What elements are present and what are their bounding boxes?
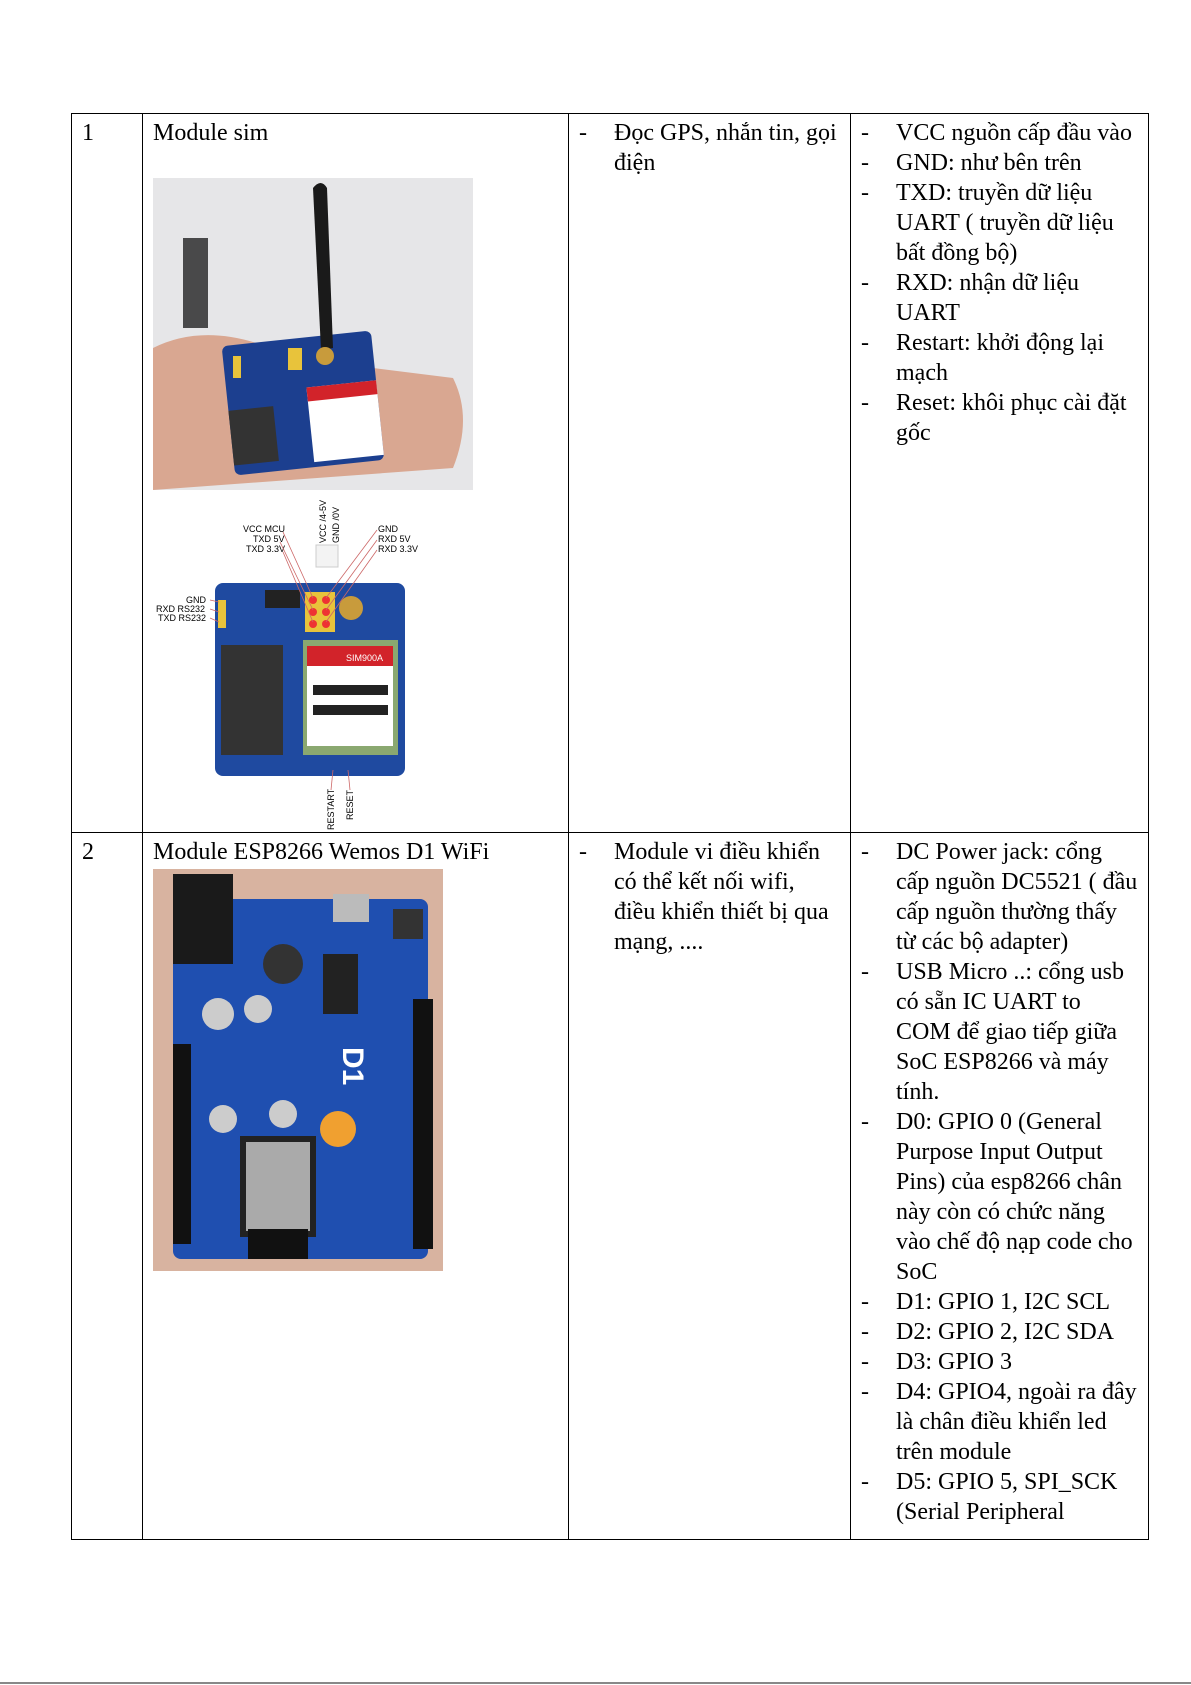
pin-item: GND: như bên trên [861,148,1138,178]
pin-item: Restart: khởi động lại mạch [861,328,1138,388]
pins-cell: VCC nguồn cấp đầu vào GND: như bên trên … [850,113,1149,833]
pin-item: Reset: khôi phục cài đặt gốc [861,388,1138,448]
table-row: 1 Module sim SIM [71,113,1149,833]
module-name: Module ESP8266 Wemos D1 WiFi [153,839,490,865]
function-cell: Đọc GPS, nhắn tin, gọi điện [568,113,851,833]
module-cell: Module sim SIM900A [142,113,569,833]
chip-label: SIM900A [346,653,383,663]
sim-module-photo [153,178,473,490]
label-txd33: TXD 3.3V [246,544,285,554]
row-index: 2 [71,832,143,1540]
row-index: 1 [71,113,143,833]
module-table: 1 Module sim SIM [71,113,1149,1540]
label-reset: RESET [345,789,355,820]
pin-item: USB Micro ..: cổng usb có sẵn IC UART to… [861,957,1138,1107]
pin-item: D2: GPIO 2, I2C SDA [861,1317,1138,1347]
pin-item: D3: GPIO 3 [861,1347,1138,1377]
label-txd-rs232: TXD RS232 [158,613,206,623]
pin-item: DC Power jack: cổng cấp nguồn DC5521 ( đ… [861,837,1138,957]
sim-module-pinout-diagram: SIM900A VCC /4-5V GND /0V VCC MCU TXD 5V… [156,500,418,830]
pins-cell: DC Power jack: cổng cấp nguồn DC5521 ( đ… [850,832,1149,1540]
function-item: Module vi điều khiển có thể kết nối wifi… [579,837,840,957]
board-label: D1 [336,1047,369,1085]
label-restart: RESTART [326,788,336,830]
pin-item: D4: GPIO4, ngoài ra đây là chân điều khi… [861,1377,1138,1467]
page-divider [0,1682,1191,1684]
label-txd5: TXD 5V [253,534,285,544]
table-row: 2 Module ESP8266 Wemos D1 WiFi D1 [71,832,1149,1540]
label-rxd33: RXD 3.3V [378,544,418,554]
pin-item: D0: GPIO 0 (General Purpose Input Output… [861,1107,1138,1287]
label-vcc-mcu: VCC MCU [243,524,285,534]
pin-item: RXD: nhận dữ liệu UART [861,268,1138,328]
label-gnd0: GND /0V [331,507,341,543]
label-gnd-rs232: GND [186,595,207,605]
label-gnd: GND [378,524,399,534]
label-vcc: VCC /4-5V [318,500,328,543]
label-rxd-rs232: RXD RS232 [156,604,205,614]
function-cell: Module vi điều khiển có thể kết nối wifi… [568,832,851,1540]
function-item: Đọc GPS, nhắn tin, gọi điện [579,118,840,178]
pin-item: D1: GPIO 1, I2C SCL [861,1287,1138,1317]
label-rxd5: RXD 5V [378,534,411,544]
pin-item: D5: GPIO 5, SPI_SCK (Serial Peripheral [861,1467,1138,1527]
esp8266-wemos-photo: D1 [153,869,443,1271]
pin-item: TXD: truyền dữ liệu UART ( truyền dữ liệ… [861,178,1138,268]
module-cell: Module ESP8266 Wemos D1 WiFi D1 [142,832,569,1540]
module-name: Module sim [153,120,269,146]
pin-item: VCC nguồn cấp đầu vào [861,118,1138,148]
